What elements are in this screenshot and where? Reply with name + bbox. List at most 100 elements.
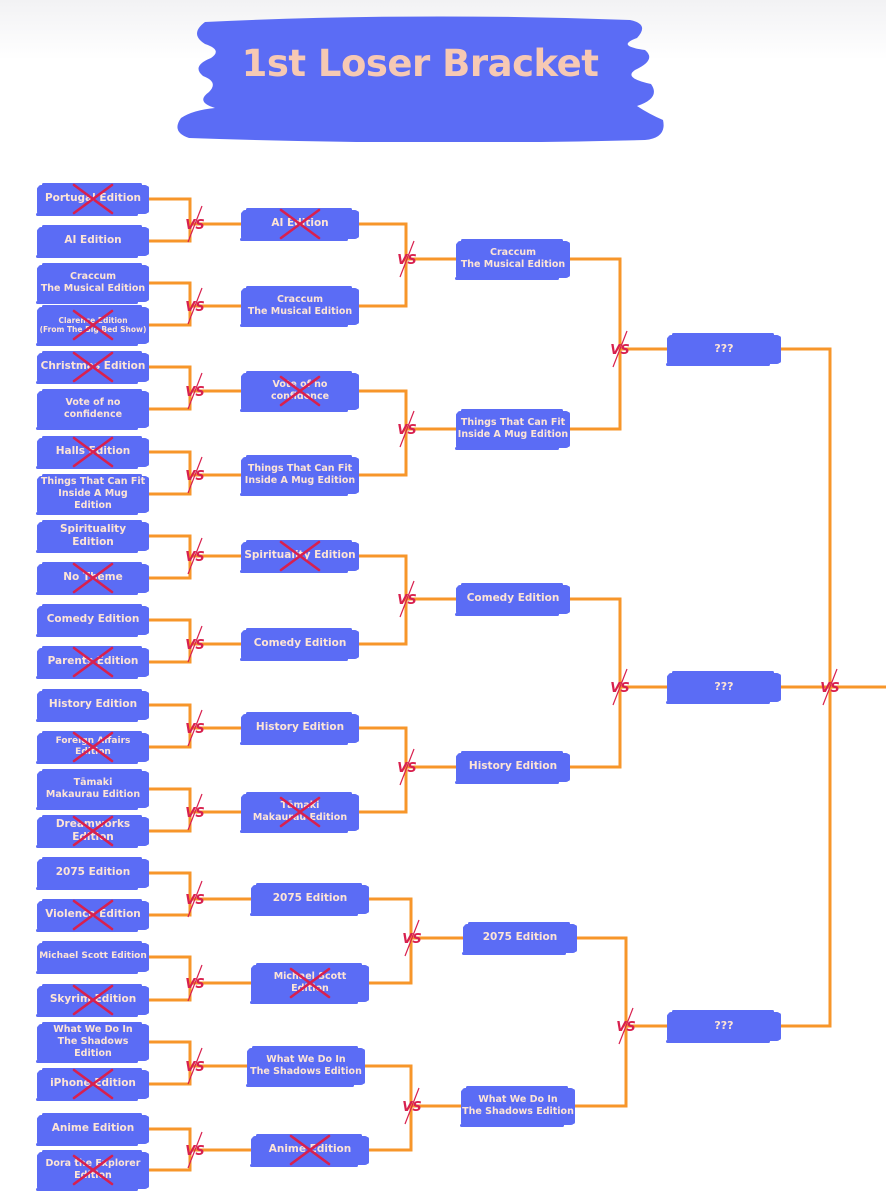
vs-marker: VS xyxy=(609,329,631,369)
vs-marker: VS xyxy=(396,409,418,449)
entry-label: Comedy Edition xyxy=(253,637,347,650)
entry-label: What We Do In The Shadows Edition xyxy=(250,1054,362,1077)
bracket-entry: Things That Can Fit Inside A Mug Edition xyxy=(36,473,148,515)
entry-label: AI Edition xyxy=(271,217,329,230)
bracket-entry: Craccum The Musical Edition xyxy=(36,262,148,304)
vs-marker: VS xyxy=(396,747,418,787)
vs-label: VS xyxy=(397,423,416,438)
entry-label: Comedy Edition xyxy=(46,613,140,626)
entry-label: Dreamworks Edition xyxy=(55,817,131,843)
entry-label: Things That Can Fit Inside A Mug Edition xyxy=(457,417,569,440)
bracket-entry: Vote of no confidence xyxy=(240,370,358,412)
bracket-entry: Comedy Edition xyxy=(240,627,358,661)
entry-label: Skyrim Edition xyxy=(49,993,137,1006)
vs-marker: VS xyxy=(184,286,206,326)
bracket-entry: iPhone Edition xyxy=(36,1067,148,1101)
entry-label: Things That Can Fit Inside A Mug Edition xyxy=(40,476,146,511)
vs-label: VS xyxy=(185,1060,204,1075)
vs-label: VS xyxy=(185,722,204,737)
bracket-entry: Michael Scott Edition xyxy=(250,962,368,1004)
vs-marker: VS xyxy=(184,1130,206,1170)
entry-label: Portugal Edition xyxy=(44,192,142,205)
entry-label: Michael Scott Edition xyxy=(273,971,347,994)
vs-marker: VS xyxy=(819,667,841,707)
bracket-entry: Dora the Explorer Edition xyxy=(36,1149,148,1191)
vs-marker: VS xyxy=(184,792,206,832)
bracket-entry: Things That Can Fit Inside A Mug Edition xyxy=(455,408,569,450)
bracket-entry: Spirituality Edition xyxy=(240,539,358,573)
entry-label: ??? xyxy=(714,342,734,356)
bracket-entry: ??? xyxy=(666,670,780,704)
vs-label: VS xyxy=(397,761,416,776)
vs-label: VS xyxy=(402,932,421,947)
vs-marker: VS xyxy=(184,963,206,1003)
bracket-entry: Skyrim Edition xyxy=(36,983,148,1017)
vs-label: VS xyxy=(610,343,629,358)
vs-marker: VS xyxy=(615,1006,637,1046)
bracket-entry: Parents Edition xyxy=(36,645,148,679)
vs-label: VS xyxy=(185,1144,204,1159)
vs-label: VS xyxy=(397,593,416,608)
bracket-entry: Vote of no confidence xyxy=(36,388,148,430)
bracket-entry: Violence Edition xyxy=(36,898,148,932)
bracket-entry: Foreign Affairs Edition xyxy=(36,730,148,764)
bracket-entry: 2075 Edition xyxy=(250,882,368,916)
entry-label: History Edition xyxy=(255,721,345,734)
vs-label: VS xyxy=(397,253,416,268)
vs-label: VS xyxy=(185,550,204,565)
bracket-entry: ??? xyxy=(666,1009,780,1043)
entry-label: What We Do In The Shadows Edition xyxy=(53,1024,133,1059)
entry-label: 2075 Edition xyxy=(272,892,348,905)
bracket-entry: Craccum The Musical Edition xyxy=(455,238,569,280)
bracket-entry: ??? xyxy=(666,332,780,366)
bracket-entry: No Theme xyxy=(36,561,148,595)
bracket-entry: Things That Can Fit Inside A Mug Edition xyxy=(240,454,358,496)
entry-label: History Edition xyxy=(468,760,558,773)
bracket-entry: 2075 Edition xyxy=(36,856,148,890)
entry-label: Violence Edition xyxy=(45,908,141,921)
entry-label: Dora the Explorer Edition xyxy=(45,1158,141,1181)
vs-marker: VS xyxy=(184,455,206,495)
bracket-entry: Anime Edition xyxy=(36,1112,148,1146)
vs-marker: VS xyxy=(184,879,206,919)
entry-label: History Edition xyxy=(48,698,138,711)
page-title: 1st Loser Bracket xyxy=(241,42,599,85)
vs-label: VS xyxy=(185,469,204,484)
bracket-entry: Craccum The Musical Edition xyxy=(240,285,358,327)
vs-marker: VS xyxy=(184,624,206,664)
bracket-entry: What We Do In The Shadows Edition xyxy=(460,1085,574,1127)
entry-label: Craccum The Musical Edition xyxy=(247,294,353,317)
vs-label: VS xyxy=(185,638,204,653)
vs-label: VS xyxy=(185,806,204,821)
entry-label: Tāmaki Makaurau Edition xyxy=(252,800,348,823)
entry-label: Anime Edition xyxy=(268,1143,352,1156)
bracket-entry: Spirituality Edition xyxy=(36,519,148,553)
entry-label: 2075 Edition xyxy=(55,866,131,879)
vs-label: VS xyxy=(185,218,204,233)
title-banner xyxy=(177,16,664,142)
vs-label: VS xyxy=(610,681,629,696)
vs-marker: VS xyxy=(184,371,206,411)
bracket-entry: AI Edition xyxy=(240,207,358,241)
entry-label: ??? xyxy=(714,680,734,694)
bracket-entry: Comedy Edition xyxy=(455,582,569,616)
entry-label: AI Edition xyxy=(64,234,122,247)
entry-label: Craccum The Musical Edition xyxy=(40,271,146,294)
entry-label: iPhone Edition xyxy=(50,1077,136,1090)
bracket-entry: Dreamworks Edition xyxy=(36,814,148,848)
bracket-entry: Christmas Edition xyxy=(36,350,148,384)
bracket-entry: Anime Edition xyxy=(250,1133,368,1167)
vs-label: VS xyxy=(820,681,839,696)
vs-marker: VS xyxy=(396,239,418,279)
bracket-entry: Comedy Edition xyxy=(36,603,148,637)
entry-label: Craccum The Musical Edition xyxy=(460,247,566,270)
bracket-entry: Tāmaki Makaurau Edition xyxy=(36,768,148,810)
entry-label: Things That Can Fit Inside A Mug Edition xyxy=(244,463,356,486)
vs-label: VS xyxy=(185,385,204,400)
entry-label: Anime Edition xyxy=(51,1122,135,1135)
entry-label: What We Do In The Shadows Edition xyxy=(462,1094,574,1117)
vs-marker: VS xyxy=(184,536,206,576)
vs-marker: VS xyxy=(401,1086,423,1126)
entry-label: No Theme xyxy=(63,571,123,584)
entry-label: Christmas Edition xyxy=(40,360,146,373)
